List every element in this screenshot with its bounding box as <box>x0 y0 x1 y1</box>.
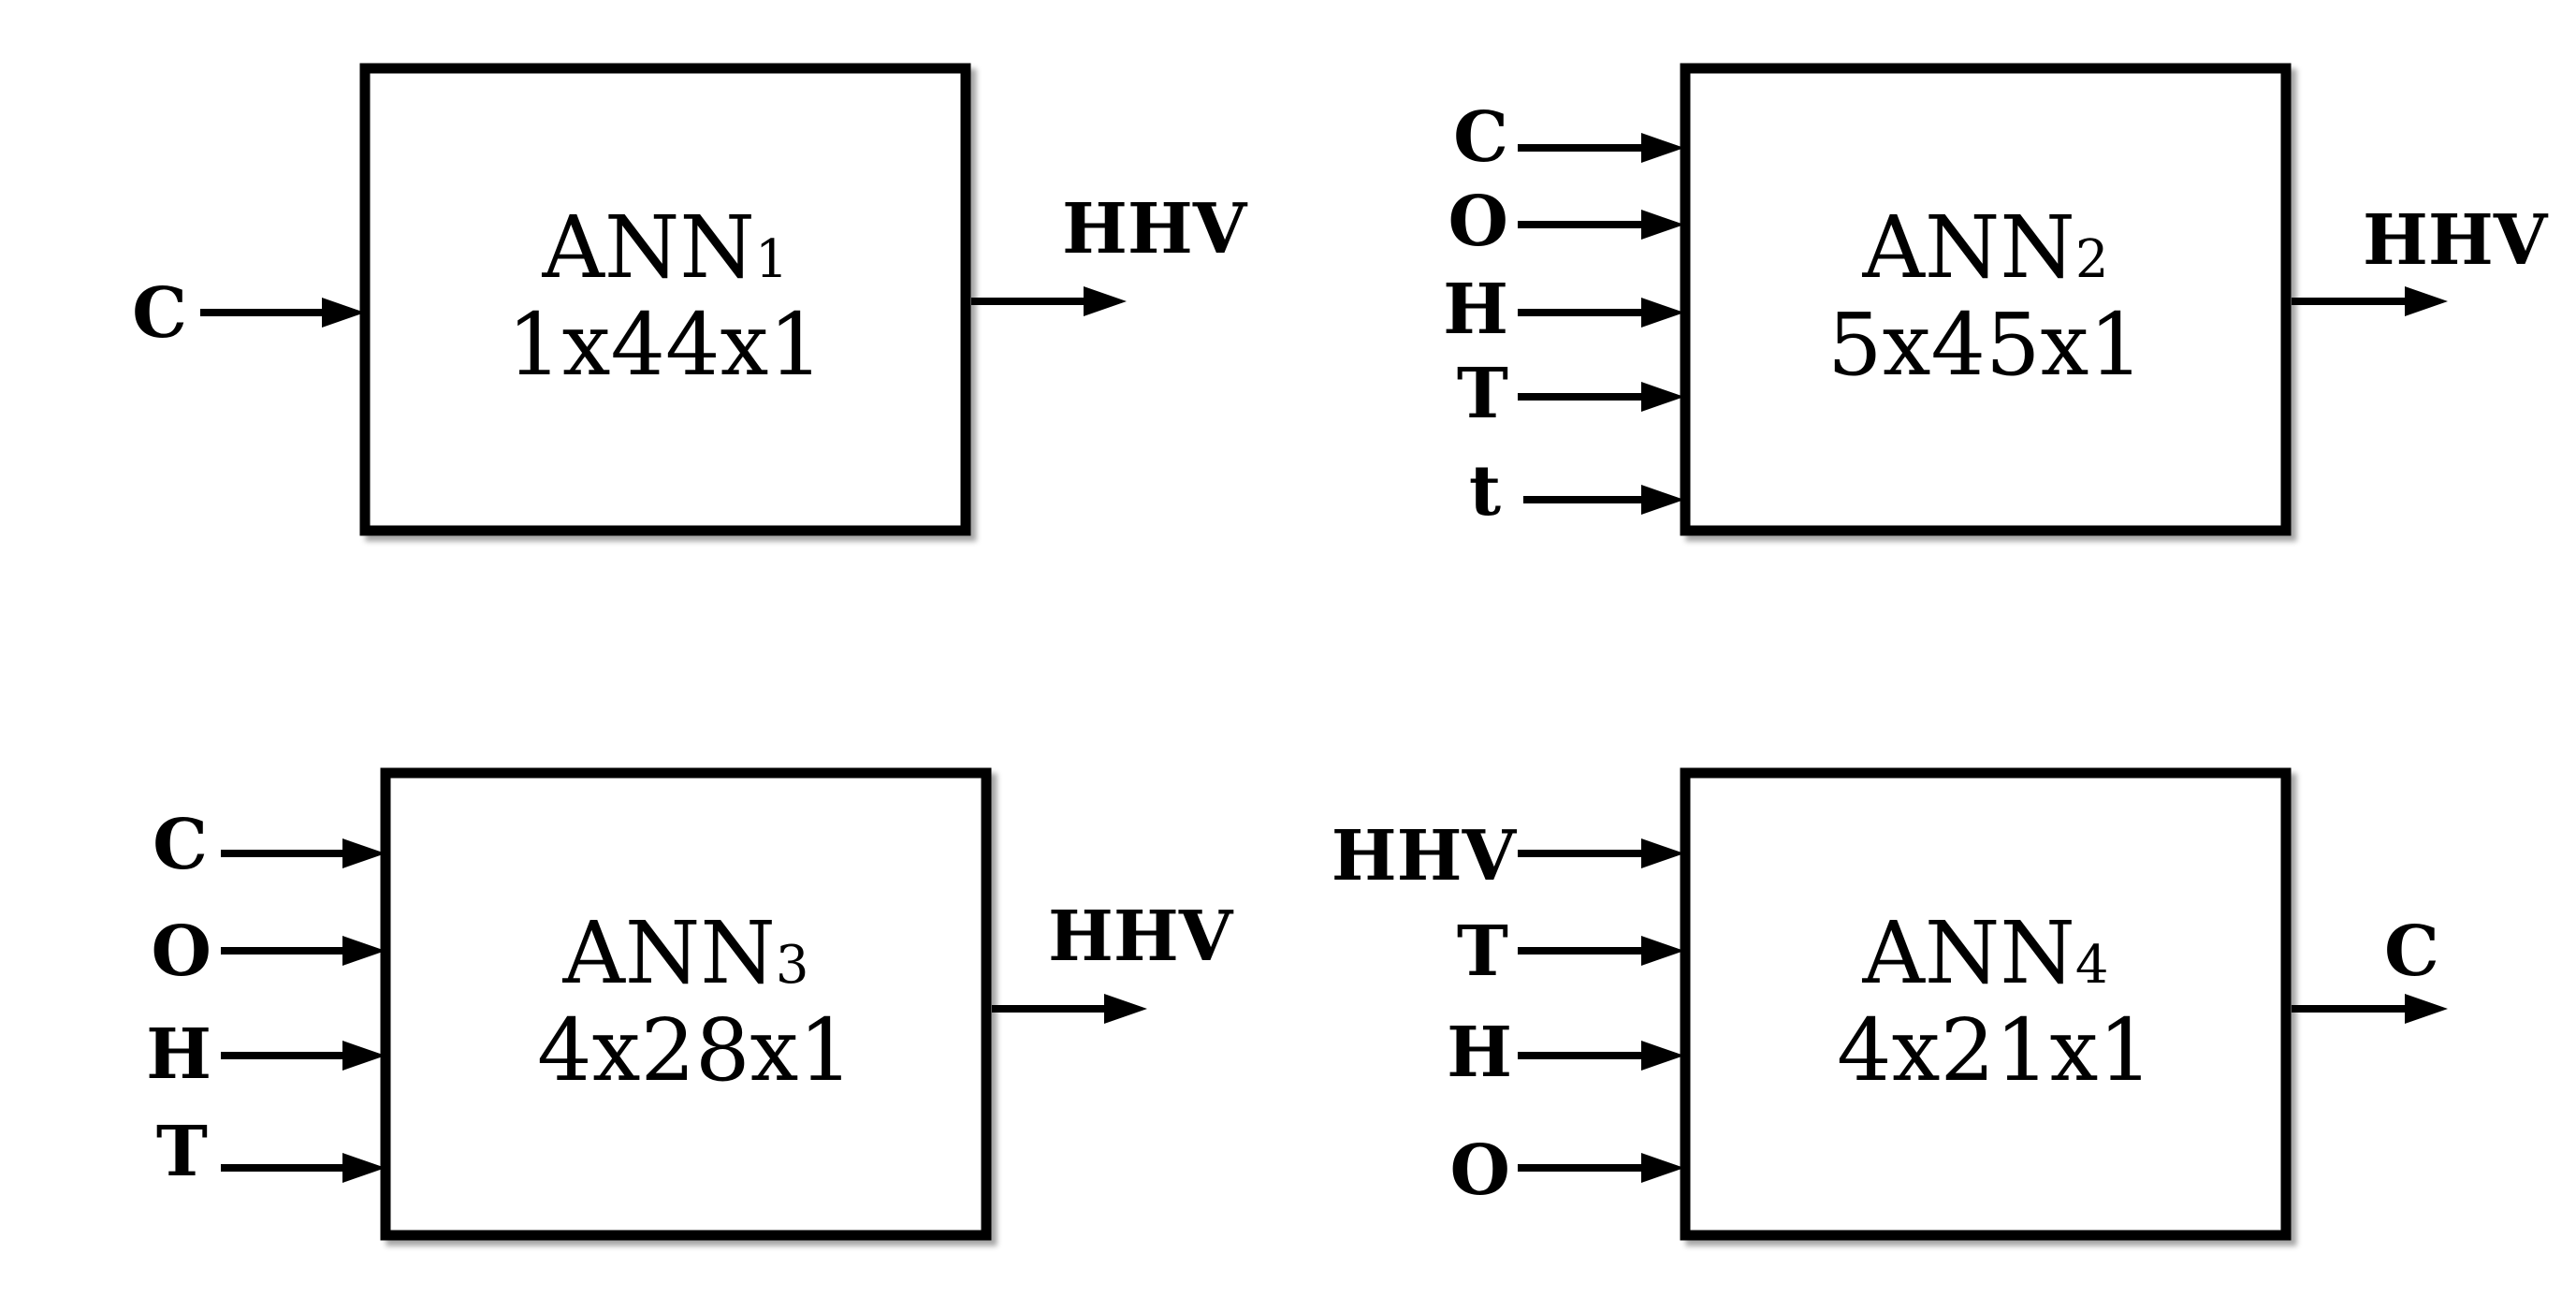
ann4-input-label-0: HHV <box>1332 816 1518 896</box>
ann3-input-label-2: H <box>146 1014 211 1095</box>
ann4-architecture: 4x21x1 <box>1837 1000 2153 1100</box>
ann3-name-main: ANN <box>561 903 775 1003</box>
ann2-input-label-3: T <box>1457 354 1508 434</box>
ann4-name: ANN4 <box>1861 903 2108 1003</box>
ann4-block: ANN4 4x21x1 HHV T H O C <box>1332 767 2448 1241</box>
ann4-name-subscript: 4 <box>2075 935 2109 996</box>
ann2-input-label-4: t <box>1469 451 1501 532</box>
ann2-name-main: ANN <box>1861 197 2074 298</box>
ann3-input-label-0: C <box>153 805 208 885</box>
ann3-input-arrowhead-0 <box>342 838 386 868</box>
ann3-input-arrowhead-1 <box>342 936 386 966</box>
ann1-input-arrowhead-0 <box>322 298 365 328</box>
ann3-architecture: 4x28x1 <box>537 1000 853 1100</box>
ann4-output-arrowhead <box>2405 994 2448 1024</box>
ann2-input-arrowhead-4 <box>1641 485 1684 515</box>
ann2-output-label: HHV <box>2363 200 2549 281</box>
ann3-name: ANN3 <box>561 903 808 1003</box>
ann2-input-label-2: H <box>1443 270 1508 350</box>
ann3-input-label-1: O <box>152 911 211 992</box>
ann2-input-label-0: C <box>1453 97 1508 178</box>
ann2-output-arrowhead <box>2405 286 2448 316</box>
ann2-input-arrowhead-0 <box>1641 133 1684 163</box>
ann1-name: ANN1 <box>541 197 788 298</box>
ann4-input-arrowhead-2 <box>1641 1041 1684 1071</box>
ann1-input-label-0: C <box>132 273 187 354</box>
ann2-name-subscript: 2 <box>2075 229 2109 290</box>
ann3-input-label-3: T <box>156 1112 208 1192</box>
ann3-box <box>380 767 992 1241</box>
ann2-input-label-1: O <box>1448 182 1508 262</box>
ann3-output-arrowhead <box>1104 994 1147 1024</box>
ann4-input-arrowhead-3 <box>1641 1153 1684 1183</box>
ann4-input-arrowhead-0 <box>1641 838 1684 868</box>
ann3-name-subscript: 3 <box>776 935 809 996</box>
ann2-box <box>1680 63 2292 536</box>
ann1-output-arrowhead <box>1084 286 1127 316</box>
ann1-block: ANN1 1x44x1 C HHV <box>132 63 1248 536</box>
ann4-output-label: C <box>2384 911 2439 992</box>
ann3-input-arrowhead-2 <box>342 1041 386 1071</box>
ann2-architecture: 5x45x1 <box>1827 295 2144 395</box>
ann4-name-main: ANN <box>1861 903 2074 1003</box>
ann4-input-label-3: O <box>1450 1130 1510 1211</box>
ann1-name-main: ANN <box>541 197 754 298</box>
ann4-input-arrowhead-1 <box>1641 936 1684 966</box>
ann3-input-arrowhead-3 <box>342 1153 386 1183</box>
ann4-input-label-2: H <box>1447 1013 1512 1093</box>
ann3-block: ANN3 4x28x1 C O H T HHV <box>146 767 1234 1241</box>
ann4-box <box>1680 767 2292 1241</box>
ann1-output-label: HHV <box>1062 189 1248 270</box>
ann2-name: ANN2 <box>1861 197 2108 298</box>
ann3-output-label: HHV <box>1048 896 1234 977</box>
ann1-architecture: 1x44x1 <box>507 295 823 395</box>
ann1-name-subscript: 1 <box>755 229 789 290</box>
ann2-input-arrowhead-3 <box>1641 382 1684 412</box>
ann2-input-arrowhead-2 <box>1641 298 1684 328</box>
ann2-input-arrowhead-1 <box>1641 210 1684 240</box>
ann1-box <box>359 63 971 536</box>
ann4-input-label-1: T <box>1457 911 1508 992</box>
ann2-block: ANN2 5x45x1 C O H T t HHV <box>1443 63 2549 536</box>
